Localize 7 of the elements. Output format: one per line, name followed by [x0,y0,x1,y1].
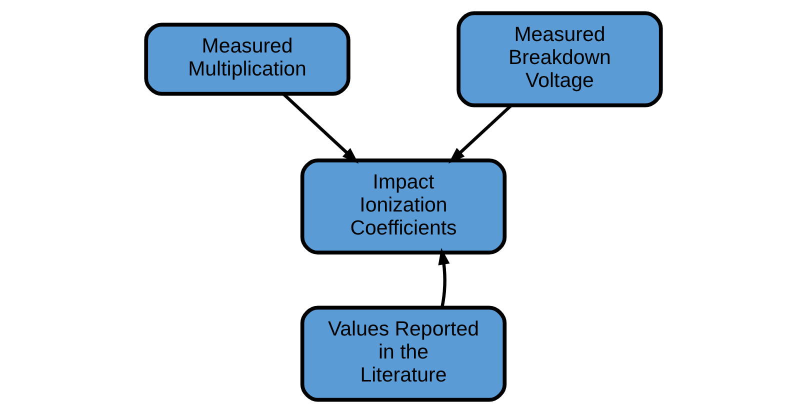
arrow [438,248,450,308]
arrow [282,92,358,164]
node-box: Impact Ionization Coefficients [300,158,506,255]
arrow [448,104,512,164]
node-box: Measured Multiplication [144,22,350,96]
node-box: Values Reported in the Literature [300,306,506,402]
node-box: Measured Breakdown Voltage [456,11,662,108]
